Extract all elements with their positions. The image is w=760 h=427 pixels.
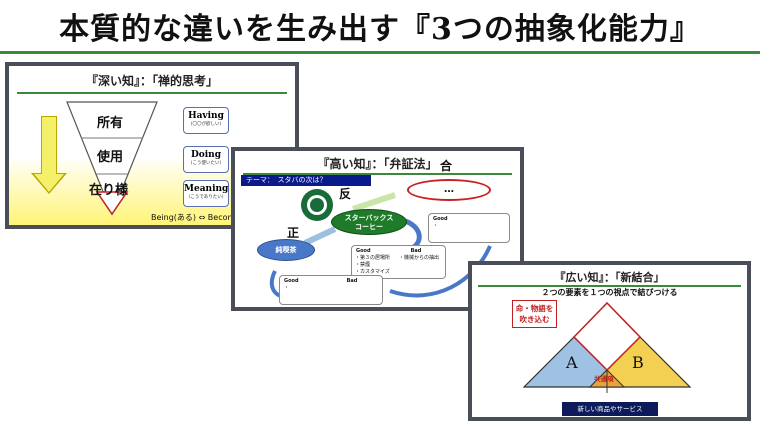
bad-label: Bad	[346, 278, 358, 284]
being-becoming-text: Being(ある) ⇔ Becom	[151, 213, 236, 222]
level-having: 所有	[97, 116, 124, 131]
slide-wide-knowledge: 『広い知』：「新結合」 ２つの要素を１つの視点で結びつける 命・物語を 吹き込む…	[468, 261, 751, 421]
label-a: A	[566, 353, 578, 372]
having-label: Having	[188, 111, 224, 121]
good-item: ・カスタマイズ	[355, 269, 390, 275]
slide2-rule	[243, 173, 512, 175]
good-label: Good	[356, 248, 371, 254]
slide2-title: 『高い知』：「弁証法」	[317, 157, 438, 171]
arrow-to-starbucks	[303, 226, 337, 246]
bullet: ・	[433, 223, 439, 229]
bad-label: Bad	[410, 248, 422, 254]
doing-box: Doing (こう使いたい)	[183, 146, 229, 173]
thesis-label: 正	[287, 226, 300, 240]
title-underline	[0, 51, 760, 54]
common-label: 共通項	[594, 375, 614, 383]
good-item: ・第３の居場所	[355, 255, 391, 261]
having-box: Having (〇〇が欲しい)	[183, 107, 229, 134]
doing-label: Doing	[190, 150, 222, 160]
page-title: 本質的な違いを生み出す『3つの抽象化能力』	[59, 12, 701, 47]
good-label: Good	[284, 278, 299, 284]
synthesis-good-box: Good ・	[428, 213, 510, 243]
doing-sub: (こう使いたい)	[190, 161, 222, 166]
new-combination-diagram	[522, 301, 692, 393]
slide3-title: 『広い知』：「新結合」	[554, 271, 665, 284]
kissa-ellipse: 純喫茶	[257, 239, 315, 261]
starbucks-logo-icon	[301, 189, 333, 221]
curved-arrow-2	[389, 245, 492, 298]
good-label: Good	[433, 216, 448, 222]
new-product-box: 新しい商品やサービス	[562, 402, 658, 416]
meaning-box: Meaning (こうでありたい)	[183, 180, 229, 207]
slide3-subtitle: ２つの要素を１つの視点で結びつける	[541, 288, 678, 297]
dialectic-diagram	[269, 189, 492, 300]
bad-item: ・機械からの抽出	[399, 255, 440, 261]
slide1-rule	[17, 92, 287, 94]
synthesis-label: 合	[440, 159, 453, 173]
red-tip-triangle	[95, 191, 129, 216]
arrow-to-synthesis	[352, 192, 396, 212]
inverted-triangle	[66, 101, 158, 216]
antithesis-label: 反	[339, 187, 352, 201]
starbucks-ellipse: スターバックス コーヒー	[331, 209, 407, 235]
slide3-rule	[478, 285, 741, 287]
down-arrow-head	[34, 174, 64, 192]
story-callout: 命・物語を 吹き込む	[512, 300, 557, 328]
slide1-title: 『深い知』：「禅的思考」	[85, 74, 218, 88]
kissa-good-bad-box: Good Bad ・	[279, 275, 383, 305]
having-sub: (〇〇が欲しい)	[190, 122, 222, 127]
theme-bar: テーマ： スタバの次は？	[241, 175, 371, 186]
meaning-sub: (こうでありたい)	[188, 195, 224, 200]
diamond-outline	[572, 301, 642, 372]
starbucks-good-bad-box: Good Bad ・第３の居場所 ・禁煙 ・カスタマイズ ・機械からの抽出	[351, 245, 446, 279]
label-b: B	[632, 353, 644, 372]
meaning-label: Meaning	[184, 184, 229, 194]
bullet: ・	[284, 285, 290, 291]
level-doing: 使用	[97, 150, 124, 165]
slide-deep-knowledge: 『深い知』：「禅的思考」 所有 使用 在り様 Having (〇〇が欲しい) D…	[5, 62, 299, 229]
good-item: ・禁煙	[355, 262, 371, 268]
synthesis-ellipse: …	[407, 179, 491, 201]
level-being: 在り様	[89, 183, 129, 198]
